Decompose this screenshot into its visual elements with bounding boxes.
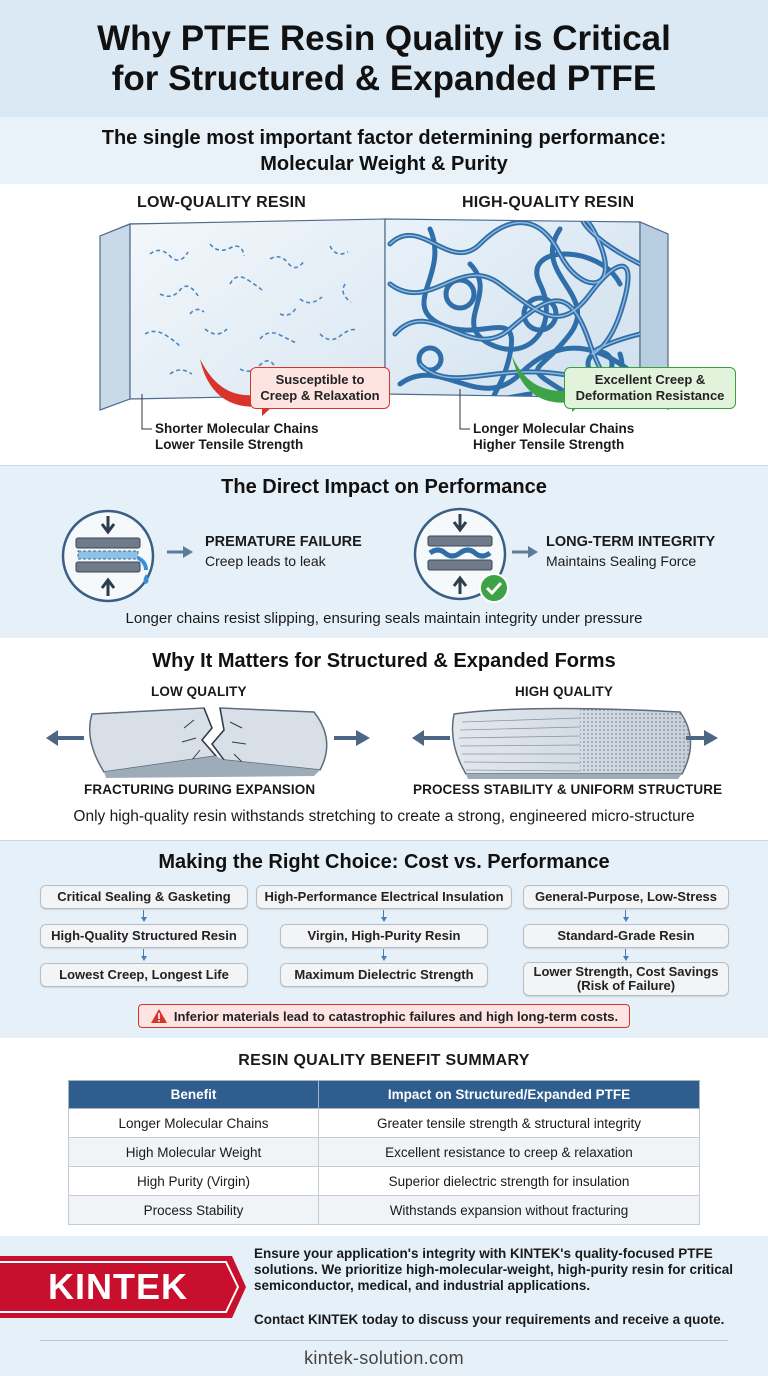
benefit-summary-table: Benefit Impact on Structured/Expanded PT… bbox=[68, 1080, 700, 1225]
table-header-row: Benefit Impact on Structured/Expanded PT… bbox=[68, 1080, 700, 1109]
application-electrical-insulation: High-Performance Electrical Insulation bbox=[256, 885, 512, 909]
arrow-right-icon bbox=[512, 546, 538, 558]
application-general-purpose: General-Purpose, Low-Stress bbox=[523, 885, 729, 909]
resin-standard-grade: Standard-Grade Resin bbox=[523, 924, 729, 948]
long-term-integrity-title: LONG-TERM INTEGRITY bbox=[546, 534, 716, 550]
premature-failure-title: PREMATURE FAILURE bbox=[205, 534, 362, 550]
result-max-dielectric: Maximum Dielectric Strength bbox=[280, 963, 488, 987]
forms-section: Why It Matters for Structured & Expanded… bbox=[0, 638, 768, 840]
resin-high-quality-structured: High-Quality Structured Resin bbox=[40, 924, 248, 948]
title-banner: Why PTFE Resin Quality is Critical for S… bbox=[0, 0, 768, 117]
premature-failure-sub: Creep leads to leak bbox=[205, 553, 326, 569]
subtitle-banner: The single most important factor determi… bbox=[0, 117, 768, 184]
forms-note: Only high-quality resin withstands stret… bbox=[73, 808, 695, 825]
seal-failure-icon bbox=[61, 509, 155, 603]
block-right-face bbox=[639, 221, 669, 410]
footer-contact: Contact KINTEK today to discuss your req… bbox=[254, 1312, 725, 1327]
table-row: Process Stability Withstands expansion w… bbox=[68, 1195, 700, 1225]
choice-section: Making the Right Choice: Cost vs. Perfor… bbox=[0, 840, 768, 1038]
table-row: High Molecular Weight Excellent resistan… bbox=[68, 1137, 700, 1167]
kintek-logo[interactable]: KINTEK bbox=[0, 1250, 246, 1324]
table-row: Longer Molecular Chains Greater tensile … bbox=[68, 1108, 700, 1138]
summary-title: RESIN QUALITY BENEFIT SUMMARY bbox=[238, 1052, 530, 1069]
result-lowest-creep: Lowest Creep, Longest Life bbox=[40, 963, 248, 987]
subtitle-line-2: Molecular Weight & Purity bbox=[260, 152, 508, 175]
forms-heading: Why It Matters for Structured & Expanded… bbox=[152, 650, 616, 672]
high-quality-label: HIGH QUALITY bbox=[515, 684, 613, 699]
header-benefit: Benefit bbox=[68, 1080, 319, 1109]
resin-block-illustration bbox=[99, 218, 669, 430]
process-stability-caption: PROCESS STABILITY & UNIFORM STRUCTURE bbox=[413, 782, 723, 797]
summary-section: RESIN QUALITY BENEFIT SUMMARY Benefit Im… bbox=[0, 1038, 768, 1236]
svg-text:KINTEK: KINTEK bbox=[48, 1266, 188, 1307]
warning-banner: Inferior materials lead to catastrophic … bbox=[138, 1004, 630, 1028]
result-lower-strength: Lower Strength, Cost Savings (Risk of Fa… bbox=[523, 962, 729, 996]
subtitle-line-1: The single most important factor determi… bbox=[101, 126, 667, 149]
resin-comparison-section: LOW-QUALITY RESIN HIGH-QUALITY RESIN bbox=[0, 184, 768, 465]
impact-heading: The Direct Impact on Performance bbox=[221, 476, 547, 498]
creep-callout-high: Excellent Creep &Deformation Resistance bbox=[564, 367, 736, 409]
fractured-film-illustration bbox=[46, 707, 370, 778]
table-row: High Purity (Virgin) Superior dielectric… bbox=[68, 1166, 700, 1196]
high-quality-heading: HIGH-QUALITY RESIN bbox=[462, 194, 635, 211]
header-impact: Impact on Structured/Expanded PTFE bbox=[318, 1080, 700, 1109]
block-left-face bbox=[99, 223, 131, 411]
impact-note: Longer chains resist slipping, ensuring … bbox=[125, 610, 643, 627]
arrow-right-icon bbox=[167, 546, 193, 558]
resin-virgin-high-purity: Virgin, High-Purity Resin bbox=[280, 924, 488, 948]
low-quality-label: LOW QUALITY bbox=[151, 684, 247, 699]
footer: KINTEK Ensure your application's integri… bbox=[0, 1236, 768, 1376]
fracturing-caption: FRACTURING DURING EXPANSION bbox=[84, 782, 316, 797]
short-chains bbox=[144, 243, 357, 380]
application-critical-sealing: Critical Sealing & Gasketing bbox=[40, 885, 248, 909]
uniform-film-illustration bbox=[412, 707, 718, 779]
impact-section: The Direct Impact on Performance PREMATU… bbox=[0, 465, 768, 638]
choice-heading: Making the Right Choice: Cost vs. Perfor… bbox=[158, 851, 610, 873]
long-term-integrity-sub: Maintains Sealing Force bbox=[546, 553, 697, 569]
page-title: Why PTFE Resin Quality is Critical for S… bbox=[97, 18, 671, 98]
low-leader-line bbox=[141, 394, 152, 430]
high-leader-line bbox=[459, 389, 470, 430]
footer-paragraph: Ensure your application's integrity with… bbox=[254, 1246, 734, 1293]
low-quality-heading: LOW-QUALITY RESIN bbox=[137, 194, 307, 211]
warning-icon bbox=[150, 1009, 167, 1023]
website-link[interactable]: kintek-solution.com bbox=[304, 1348, 464, 1368]
seal-integrity-icon bbox=[413, 507, 509, 603]
footer-divider bbox=[40, 1340, 728, 1341]
